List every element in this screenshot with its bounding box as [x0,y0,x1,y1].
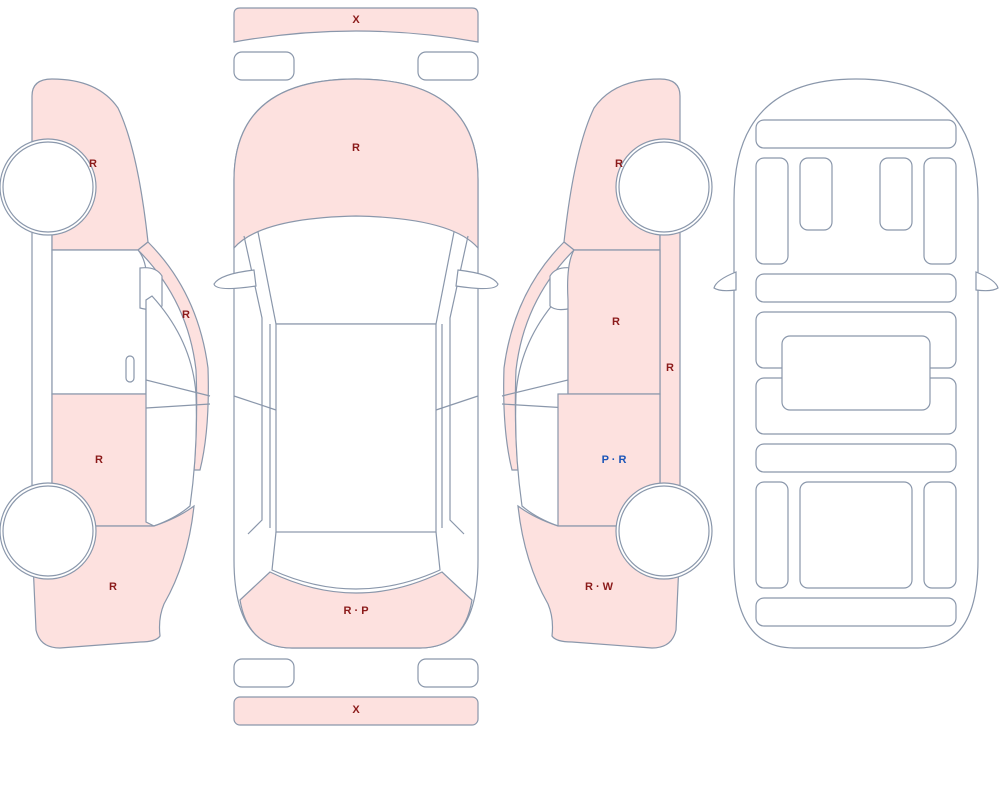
left-pillar-lines [145,379,211,409]
right-front-quarter-code: R [615,158,623,170]
left-side-view: R R R R [0,78,211,649]
right-front-door-panel[interactable] [567,249,661,395]
roof-panel[interactable] [275,323,437,533]
hood-panel[interactable] [233,78,479,250]
top-right-mirror[interactable] [455,269,499,290]
right-front-door-code: R [612,316,620,328]
interior-view [713,78,999,649]
left-window-glass[interactable] [145,295,197,527]
front-bumper-code: X [352,14,360,26]
front-right-light[interactable] [417,51,479,81]
left-door-handle[interactable] [125,355,135,383]
front-bumper-panel[interactable] [233,7,479,43]
rear-window-outline [271,531,441,590]
interior-right-mirror[interactable] [975,271,999,292]
trunk-code: R · P [343,605,368,617]
hood-code: R [352,142,360,154]
right-a-pillar-panel[interactable] [503,241,575,471]
left-front-quarter-code: R [89,158,97,170]
top-left-mirror[interactable] [213,269,257,290]
left-rear-quarter-code: R [109,581,117,593]
driver-seat[interactable] [799,157,833,231]
trunk-panel[interactable] [239,571,473,649]
rear-right-light[interactable] [417,658,479,688]
rear-left-interior-trim[interactable] [755,481,789,589]
passenger-seat[interactable] [879,157,913,231]
rear-sill-panel[interactable] [755,597,957,627]
right-front-wheel[interactable] [618,141,710,233]
right-rear-door-code: P · R [602,454,627,466]
right-window-glass[interactable] [515,295,569,527]
left-a-pillar-panel[interactable] [137,241,209,471]
dashboard-panel[interactable] [755,119,957,149]
center-armrest[interactable] [781,335,931,411]
rear-bumper-code: X [352,704,360,716]
interior-left-mirror[interactable] [713,271,737,292]
right-pillar-lines [501,379,569,409]
center-console-bar[interactable] [755,273,957,303]
left-rear-door-code: R [95,454,103,466]
right-side-view: R R R P · R R · W [501,78,713,649]
cargo-floor[interactable] [799,481,913,589]
left-a-pillar-code: R [182,309,190,321]
right-mirror[interactable] [549,267,573,311]
rear-bumper-panel[interactable] [233,696,479,726]
left-rear-wheel[interactable] [2,485,94,577]
front-left-light[interactable] [233,51,295,81]
front-right-interior-trim[interactable] [923,157,957,265]
rear-shelf[interactable] [755,443,957,473]
front-left-interior-trim[interactable] [755,157,789,265]
rear-right-interior-trim[interactable] [923,481,957,589]
rear-left-light[interactable] [233,658,295,688]
cabin-pillar-lines [233,235,479,535]
left-front-wheel[interactable] [2,141,94,233]
right-rear-wheel[interactable] [618,485,710,577]
top-view: X R R · P X [213,7,499,726]
right-rear-quarter-code: R · W [585,581,614,593]
right-rocker-code: R [666,362,674,374]
